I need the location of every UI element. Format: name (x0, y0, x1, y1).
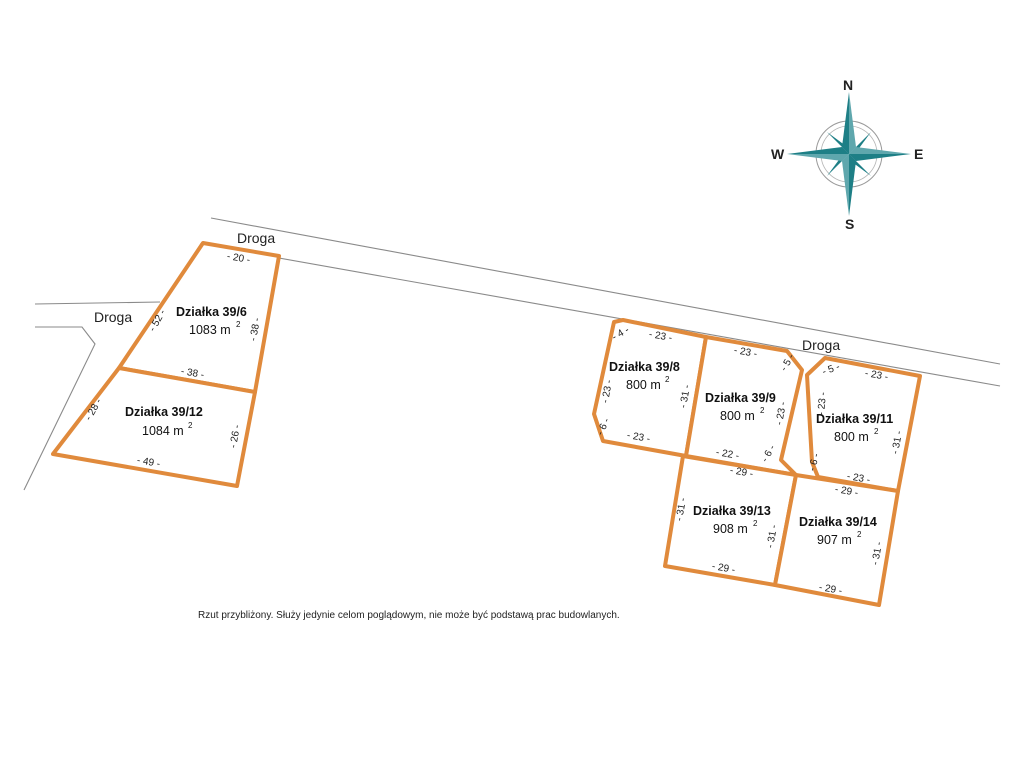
dimension-label: - 29 - (711, 561, 736, 576)
dimension-label: - 23 - (648, 329, 673, 344)
plot-area: 1083 m (189, 323, 231, 337)
road-label-left: Droga (94, 309, 132, 325)
dimension-label: - 23 - (626, 430, 651, 445)
plot-area: 1084 m (142, 424, 184, 438)
plot-area-exponent: 2 (760, 406, 765, 415)
dimension-label: - 20 - (226, 251, 251, 266)
compass-rose-icon (787, 92, 911, 216)
compass-west-label: W (771, 146, 785, 162)
plot-area-exponent: 2 (874, 427, 879, 436)
dimension-label: - 49 - (136, 455, 161, 470)
plot-area: 800 m (720, 409, 755, 423)
compass-cardinal-points (787, 92, 911, 216)
dimension-label: - 23 - (774, 401, 789, 426)
dimension-label: - 31 - (890, 430, 905, 455)
dimension-label: - 31 - (765, 524, 780, 549)
dimension-label: - 29 - (729, 465, 754, 480)
dimension-label: - 23 - (733, 345, 758, 360)
road-label-right: Droga (802, 337, 840, 353)
dimension-label: - 38 - (180, 366, 205, 381)
plot-area: 908 m (713, 522, 748, 536)
plot-name: Działka 39/9 (705, 391, 776, 405)
plot-label-39-12: Działka 39/12 1084 m 2 (125, 405, 203, 438)
dimension-label: - 23 - (864, 368, 889, 383)
dimension-label: - 6 - (807, 452, 822, 472)
compass-east-label: E (914, 146, 923, 162)
plot-name: Działka 39/13 (693, 504, 771, 518)
plot-area-exponent: 2 (753, 519, 758, 528)
plot-label-39-6: Działka 39/6 1083 m 2 (176, 305, 247, 337)
plot-name: Działka 39/12 (125, 405, 203, 419)
plot-area: 800 m (834, 430, 869, 444)
plot-area-exponent: 2 (665, 375, 670, 384)
plot-name: Działka 39/6 (176, 305, 247, 319)
dimension-label: - 31 - (870, 541, 885, 566)
dimension-label: - 31 - (674, 497, 689, 522)
plot-label-39-11: Działka 39/11 800 m 2 (816, 412, 893, 444)
plot-area-exponent: 2 (236, 320, 241, 329)
dimension-label: - 23 - (600, 379, 615, 404)
left-road-lower-edge (23, 326, 96, 491)
dimension-label: - 29 - (834, 484, 859, 499)
plot-area: 800 m (626, 378, 661, 392)
dimension-label: - 23 - (816, 392, 829, 416)
dimension-label: - 22 - (715, 447, 740, 462)
plot-area: 907 m (817, 533, 852, 547)
roads (23, 217, 1001, 491)
plot-label-39-8: Działka 39/8 800 m 2 (609, 360, 680, 392)
top-road-lower-edge (199, 243, 1001, 387)
dimension-label: - 31 - (678, 384, 693, 409)
dimension-label: - 26 - (228, 424, 243, 449)
plot-39-12-outline[interactable] (51, 366, 257, 488)
compass-north-label: N (843, 77, 853, 93)
plot-area-exponent: 2 (188, 421, 193, 430)
plot-name: Działka 39/11 (816, 412, 893, 426)
compass-south-label: S (845, 216, 854, 232)
dimension-label: - 38 - (248, 317, 263, 342)
dimension-label: - 29 - (818, 582, 843, 597)
plot-label-39-9: Działka 39/9 800 m 2 (705, 391, 776, 423)
plot-label-39-13: Działka 39/13 908 m 2 (693, 504, 771, 536)
plot-name: Działka 39/14 (799, 515, 877, 529)
plot-label-39-14: Działka 39/14 907 m 2 (799, 515, 877, 547)
plot-39-14-outline[interactable] (773, 473, 900, 607)
disclaimer-note: Rzut przybliżony. Służy jedynie celom po… (198, 610, 620, 621)
left-road-upper-edge (34, 301, 161, 305)
plot-name: Działka 39/8 (609, 360, 680, 374)
plot-area-exponent: 2 (857, 530, 862, 539)
road-label-top: Droga (237, 230, 275, 246)
plots (51, 241, 922, 607)
top-road-upper-edge (210, 217, 1001, 365)
dimension-label: - 23 - (846, 471, 871, 486)
